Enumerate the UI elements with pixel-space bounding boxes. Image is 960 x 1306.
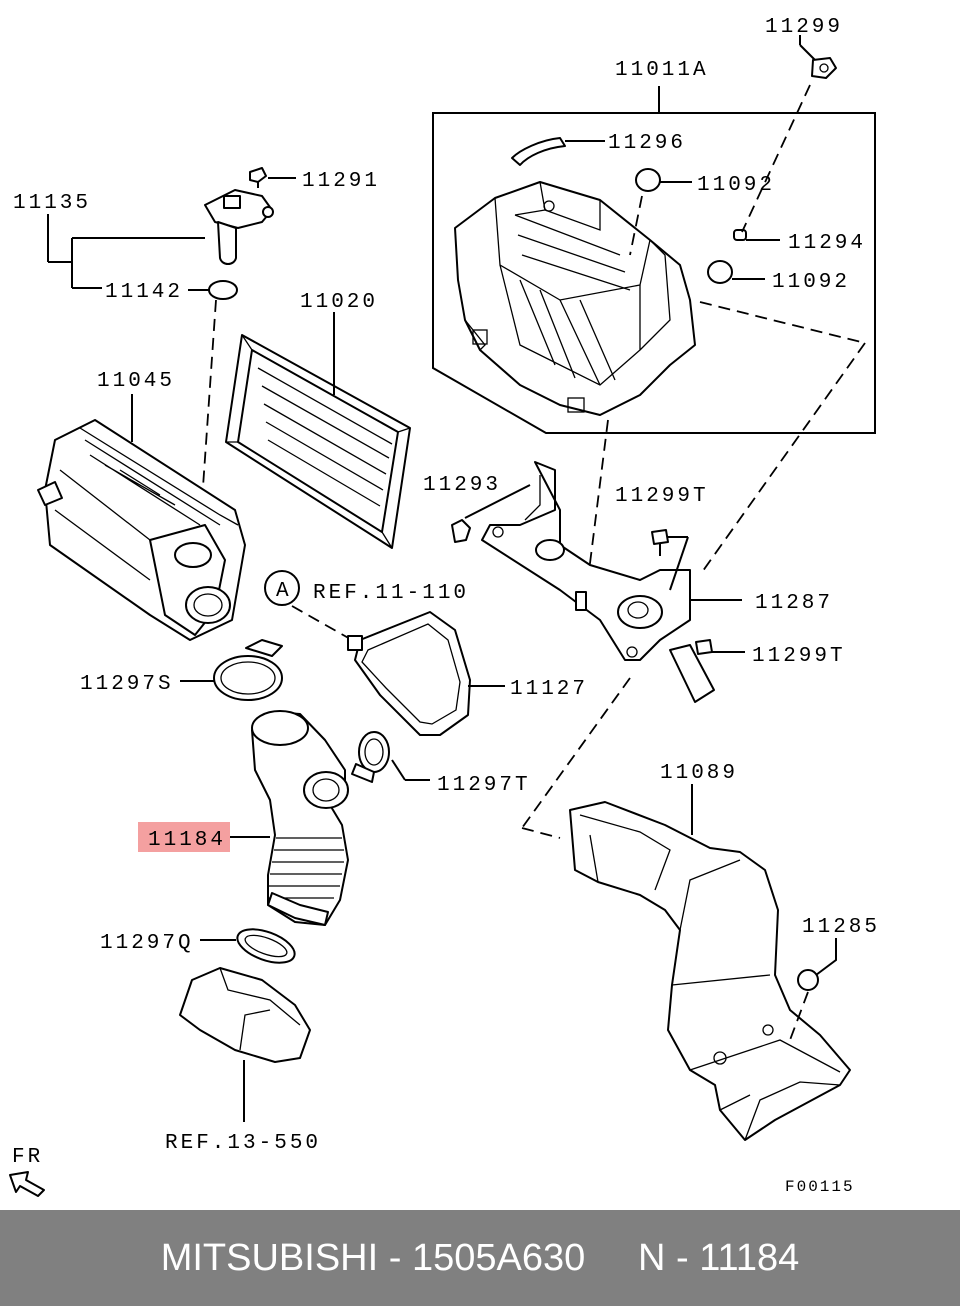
ref-13-550-duct xyxy=(179,967,311,1122)
label-11299: 11299 xyxy=(765,16,843,39)
label-ref-13-550: REF.13-550 xyxy=(165,1132,321,1155)
upper-case-group xyxy=(432,84,876,596)
resonator-11127 xyxy=(347,611,505,736)
intake-hose-11184 xyxy=(138,710,349,926)
label-11184: 11184 xyxy=(148,829,226,852)
parts-diagram: 11299 11011A 11296 11092 11294 11092 112… xyxy=(9,16,880,1197)
intake-duct-11089 xyxy=(569,784,851,1141)
label-figure-code: F00115 xyxy=(785,1178,855,1196)
ref-a-callout xyxy=(264,570,353,641)
label-11127: 11127 xyxy=(510,678,588,701)
label-11020: 11020 xyxy=(300,291,378,314)
clamp-11297S xyxy=(180,639,283,701)
label-11287: 11287 xyxy=(755,592,833,615)
label-11297Q: 11297Q xyxy=(100,932,194,955)
label-11297T: 11297T xyxy=(437,774,531,797)
bolt-11299 xyxy=(799,35,837,79)
label-11142: 11142 xyxy=(105,281,183,304)
label-ref-11-110: REF.11-110 xyxy=(313,582,469,605)
label-11089: 11089 xyxy=(660,762,738,785)
label-11092-b: 11092 xyxy=(772,271,850,294)
footer-text: MITSUBISHI - 1505A630 N - 11184 xyxy=(160,1236,800,1279)
label-fr: FR xyxy=(12,1146,43,1169)
label-11293: 11293 xyxy=(423,474,501,497)
front-direction-arrow xyxy=(9,1171,45,1197)
highlight-box xyxy=(138,822,230,852)
label-ref-a: A xyxy=(276,580,289,603)
label-11294: 11294 xyxy=(788,232,866,255)
label-11011A: 11011A xyxy=(615,59,709,82)
label-11296: 11296 xyxy=(608,132,686,155)
label-11299T-a: 11299T xyxy=(615,485,709,508)
label-11135: 11135 xyxy=(13,192,91,215)
part-number-footer: MITSUBISHI - 1505A630 N - 11184 xyxy=(0,1210,960,1306)
filter-element-11020 xyxy=(225,312,411,549)
lower-case-11045 xyxy=(37,394,246,641)
bracket-11287 xyxy=(451,461,745,839)
label-11299T-b: 11299T xyxy=(752,645,846,668)
airflow-sensor-group xyxy=(47,167,296,531)
label-11291: 11291 xyxy=(302,170,380,193)
label-11297S: 11297S xyxy=(80,673,174,696)
label-11045: 11045 xyxy=(97,370,175,393)
clamp-11297Q xyxy=(200,928,296,964)
label-11285: 11285 xyxy=(802,916,880,939)
clamp-11297T xyxy=(351,731,430,783)
label-11092-a: 11092 xyxy=(697,174,775,197)
